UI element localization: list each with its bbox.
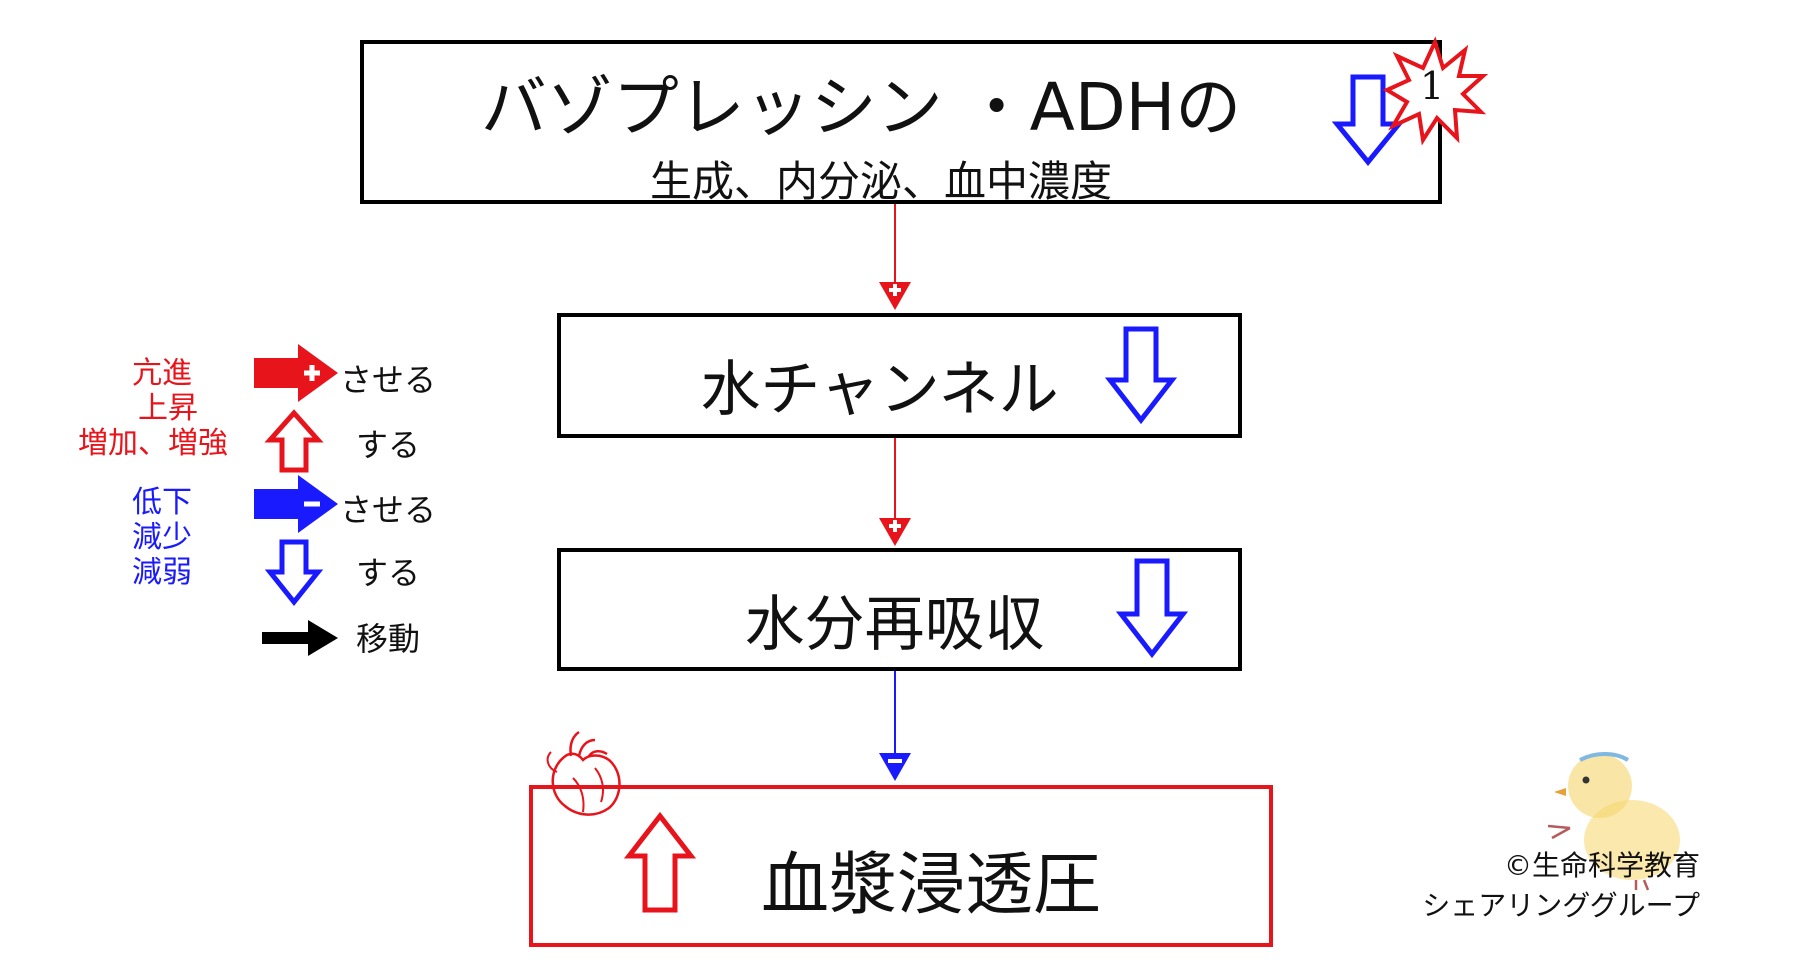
legend-decrease-word-2: 減少 [132,520,192,555]
connector-decrease [879,671,911,781]
legend-increase-word-3: 増加、増強 [78,426,228,461]
legend-move-label: 移動 [356,620,421,658]
plasma-osmolality-title: 血漿浸透圧 [760,846,1101,925]
chick-icon [1547,752,1680,891]
vasopressin-title: バゾプレッシン ・ADHの [480,69,1242,146]
up-arrow-icon [623,811,697,913]
move-arrow-icon [262,620,338,656]
decrease-arrow-icon [264,539,324,607]
vasopressin-subtitle: 生成、内分泌、血中濃度 [649,157,1112,206]
decrease-cause-arrow-icon [254,475,338,533]
water-reabsorption-box: 水分再吸収 [557,548,1242,671]
increase-arrow-icon [264,409,324,473]
credit-line-2: シェアリンググループ [1422,889,1700,922]
heart-icon [546,730,621,816]
legend-increase-word-2: 上昇 [138,391,198,426]
water-channel-box: 水チャンネル [557,313,1242,438]
starburst-badge-icon [1382,36,1489,146]
legend-decrease-word-1: 低下 [132,485,192,520]
badge-number: 1 [1420,64,1445,108]
down-arrow-icon [1115,558,1189,659]
down-arrow-icon [1331,74,1405,166]
water-reabsorption-title: 水分再吸収 [744,590,1045,660]
legend-do-label: する [356,426,421,464]
connector-increase-1 [879,204,911,310]
legend-cause-label: させる [340,361,437,399]
water-channel-title: 水チャンネル [700,355,1059,425]
down-arrow-icon [1104,326,1178,425]
legend-do-label: する [356,554,421,592]
increase-cause-arrow-icon [254,344,338,402]
legend-increase-word-1: 亢進 [132,356,192,391]
credit-line-1: ©生命科学教育 [1503,849,1700,882]
connector-increase-2 [879,438,911,546]
legend-cause-label: させる [340,491,437,529]
vasopressin-box: バゾプレッシン ・ADHの 生成、内分泌、血中濃度 [360,40,1442,206]
legend-decrease-word-3: 減弱 [132,555,192,590]
